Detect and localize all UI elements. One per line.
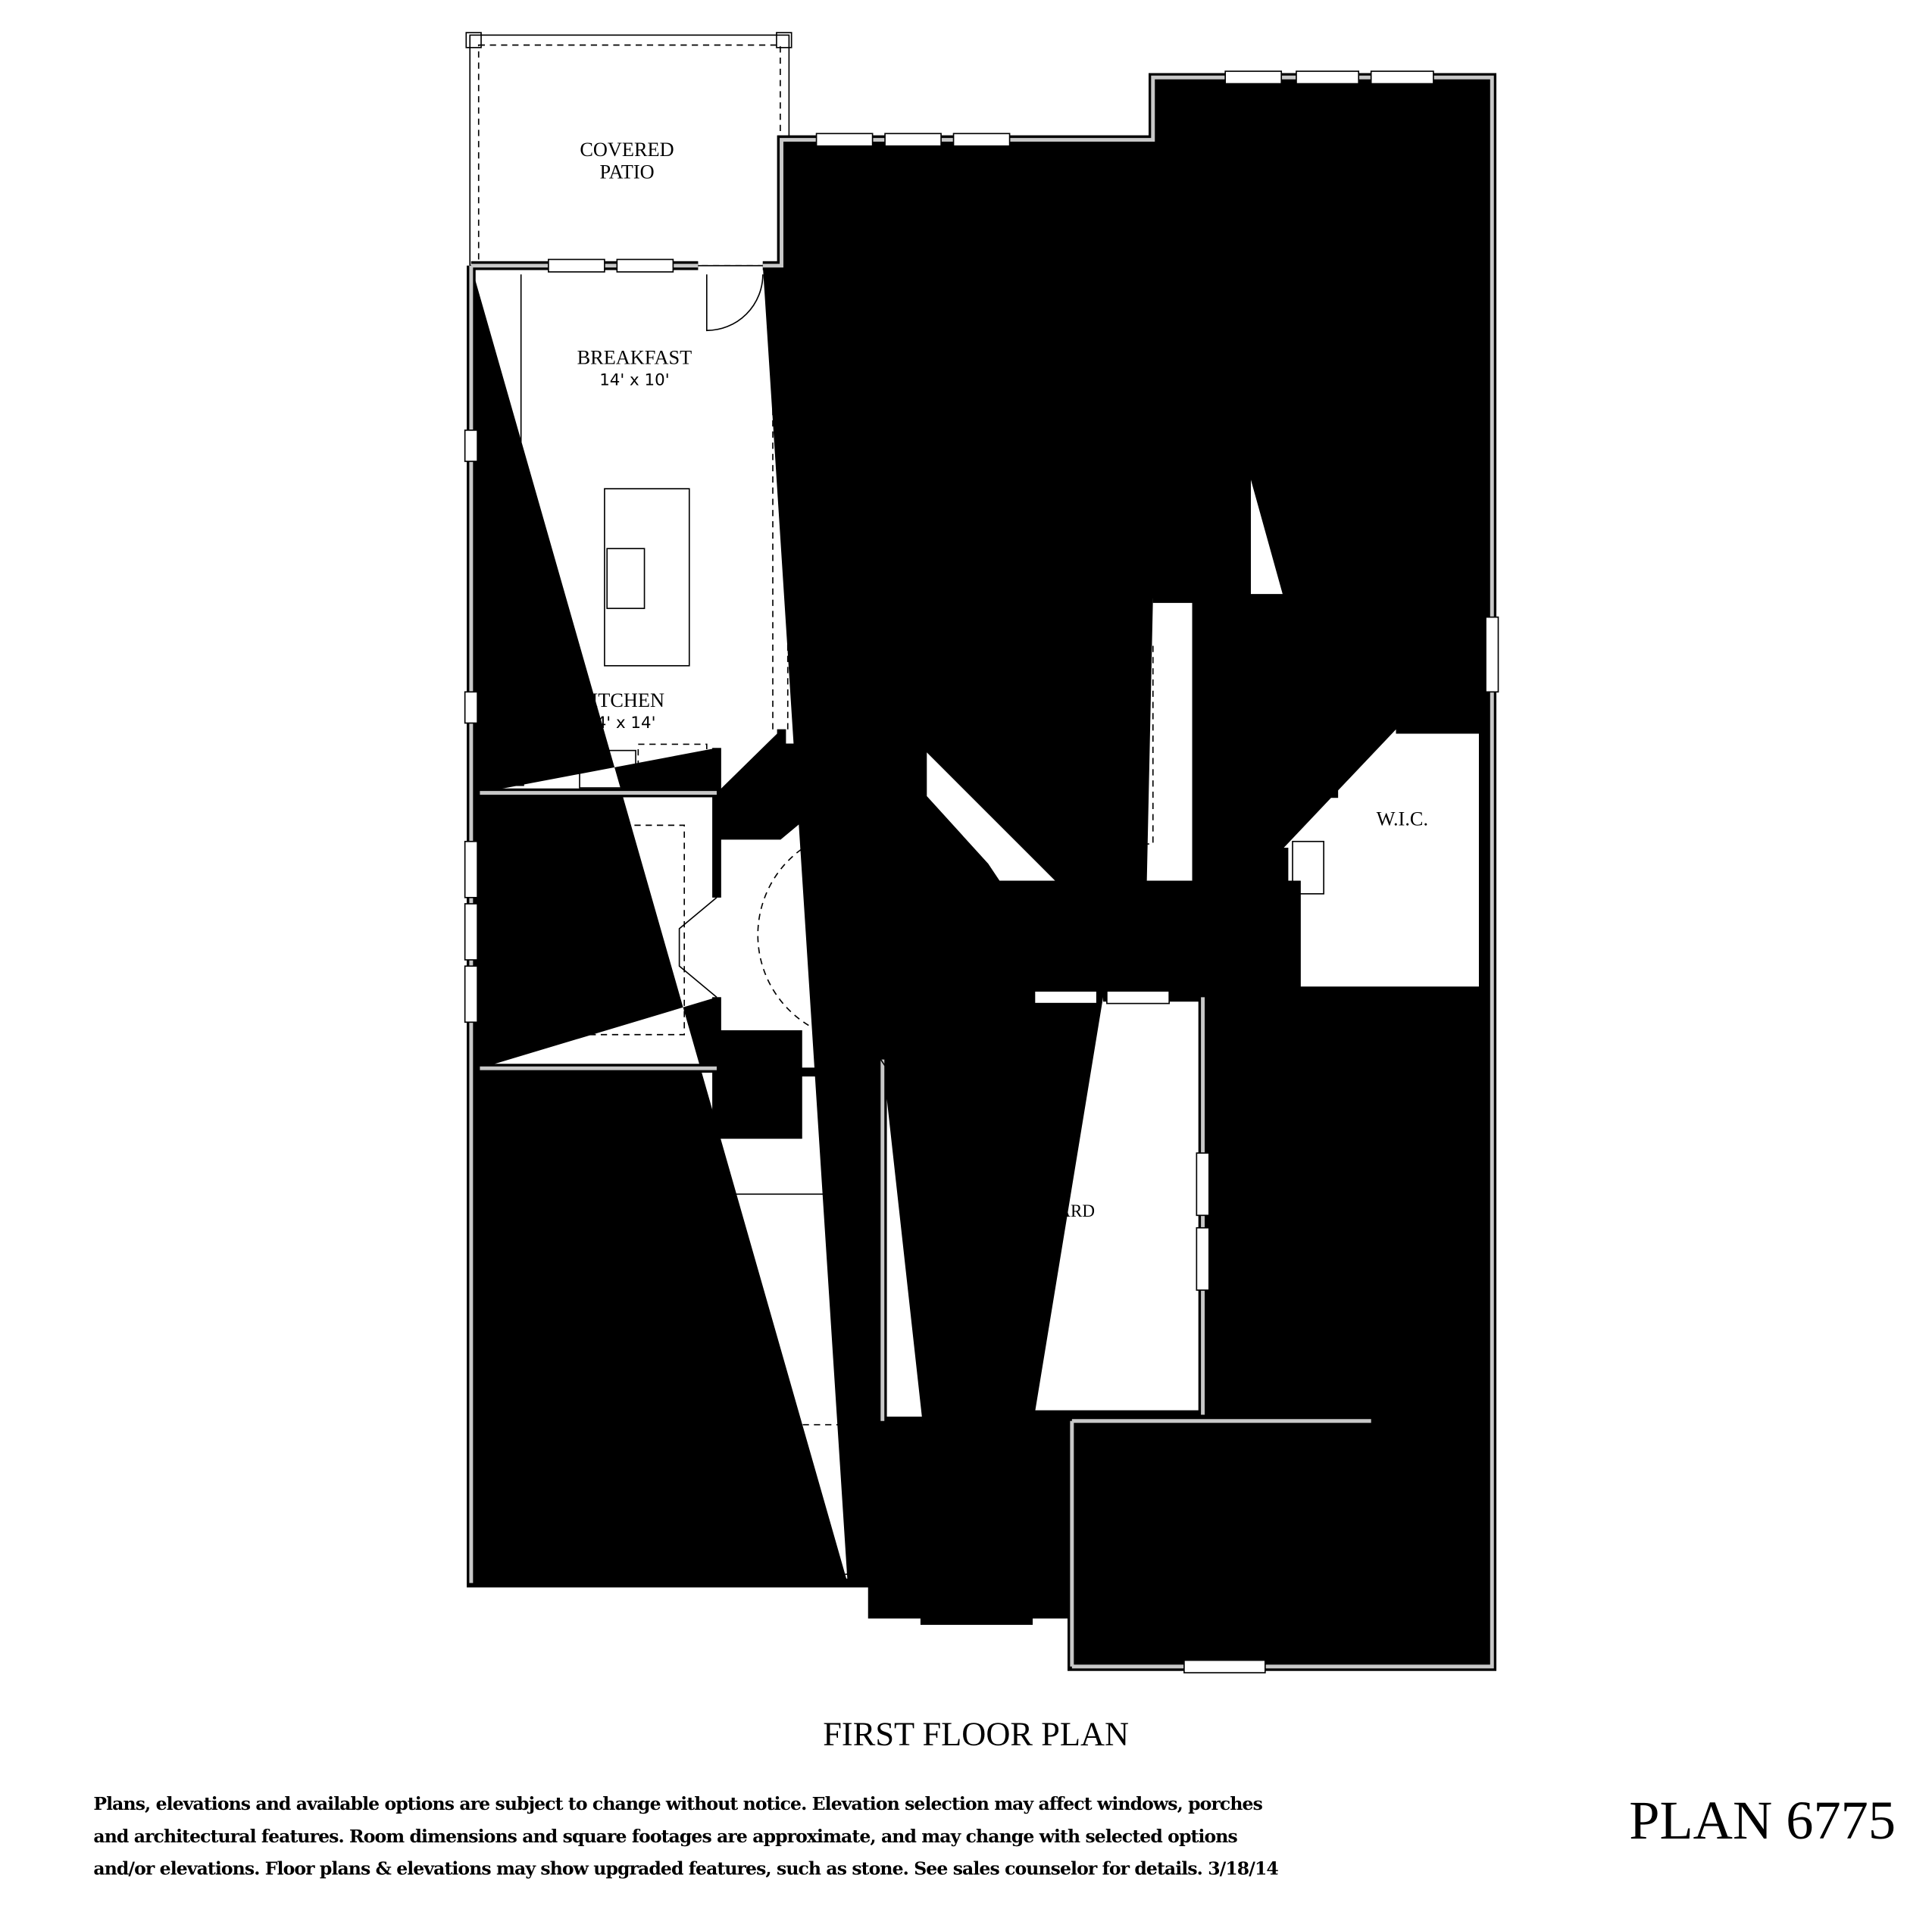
wic-entry-label: W.I.C.: [737, 1089, 789, 1111]
bedroom2-label-2: #2: [1337, 1209, 1357, 1231]
plan-number: PLAN 6775: [1629, 1790, 1896, 1851]
casita-label: CASITA/: [1190, 1512, 1266, 1534]
bedroom2-label: BEDROOM: [1298, 1187, 1398, 1209]
ceiling-outlines: [510, 130, 1443, 1575]
kitchen-label: KITCHEN: [577, 689, 664, 711]
master-bedroom-label-2: BEDROOM: [1275, 270, 1375, 292]
garage-label-2: GARAGE: [621, 1331, 704, 1353]
windows: [464, 70, 1499, 1673]
master-bedroom-size: 15' x 18': [1290, 292, 1360, 311]
doors: [678, 274, 1428, 1618]
util-label: UTIL.: [1227, 818, 1278, 840]
disclaimer-line-2: and architectural features. Room dimensi…: [93, 1826, 1237, 1847]
master-bedroom-label: MASTER: [1284, 247, 1365, 269]
pantry-label: PAN.: [730, 786, 774, 808]
bedroom2-size: 13' x 11': [1312, 1235, 1382, 1254]
disclaimer-line-1: Plans, elevations and available options …: [93, 1793, 1262, 1814]
dining-room-label-2: ROOM: [1027, 722, 1087, 744]
family-room-label-2: ROOM: [951, 344, 1011, 366]
study-label: STUDY: [563, 915, 630, 937]
walls: [471, 77, 1492, 1667]
bath3-label: BATH: [1385, 1491, 1437, 1513]
disclaimer-line-3: and/or elevations. Floor plans & elevati…: [93, 1858, 1278, 1879]
covered-patio-label-2: PATIO: [599, 161, 654, 183]
covered-patio-label: COVERED: [580, 139, 674, 161]
garage-size: 19' x 24': [627, 1357, 696, 1376]
room-labels: COVERED PATIO BREAKFAST 14' x 10' FAMILY…: [561, 139, 1448, 1620]
family-room-size: 18' x 21': [946, 367, 1016, 386]
fixtures: [479, 274, 1480, 1508]
kitchen-size: 14' x 14': [586, 714, 655, 733]
master-bath-label: MASTER: [1333, 562, 1415, 584]
casita-label-2: BEDROOM #3: [1165, 1535, 1290, 1557]
bath2-label: BATH: [1344, 1053, 1396, 1075]
covered-porch-label-2: PORCH: [949, 1514, 1016, 1536]
dining-room-size: 13' x 14': [1022, 746, 1092, 765]
bath3-label-2: #3: [1401, 1512, 1421, 1534]
courtyard-label: COURTYARD: [989, 1201, 1095, 1220]
bath2-label-2: #2: [1360, 1074, 1380, 1096]
family-room-label: FAMILY: [945, 322, 1018, 344]
breakfast-label: BREAKFAST: [577, 347, 692, 369]
breakfast-size: 14' x 10': [599, 371, 669, 390]
wic-casita-label: W.I.C.: [1396, 1598, 1448, 1620]
covered-porch-label: COVERED: [935, 1492, 1029, 1514]
wic-master-label: W.I.C.: [1377, 808, 1428, 830]
entry-label: ENTRY: [829, 926, 894, 948]
master-bath-label-2: BATH: [1348, 583, 1400, 605]
casita-size: 14' x 12': [1193, 1562, 1262, 1581]
dining-room-label: DINING: [1021, 699, 1093, 721]
wic-bed2-label: W.I.C.: [1267, 1358, 1318, 1380]
plan-title: FIRST FLOOR PLAN: [823, 1715, 1129, 1753]
garage-label: TWO CAR: [616, 1306, 708, 1328]
study-size: 11' x 12': [561, 939, 630, 958]
